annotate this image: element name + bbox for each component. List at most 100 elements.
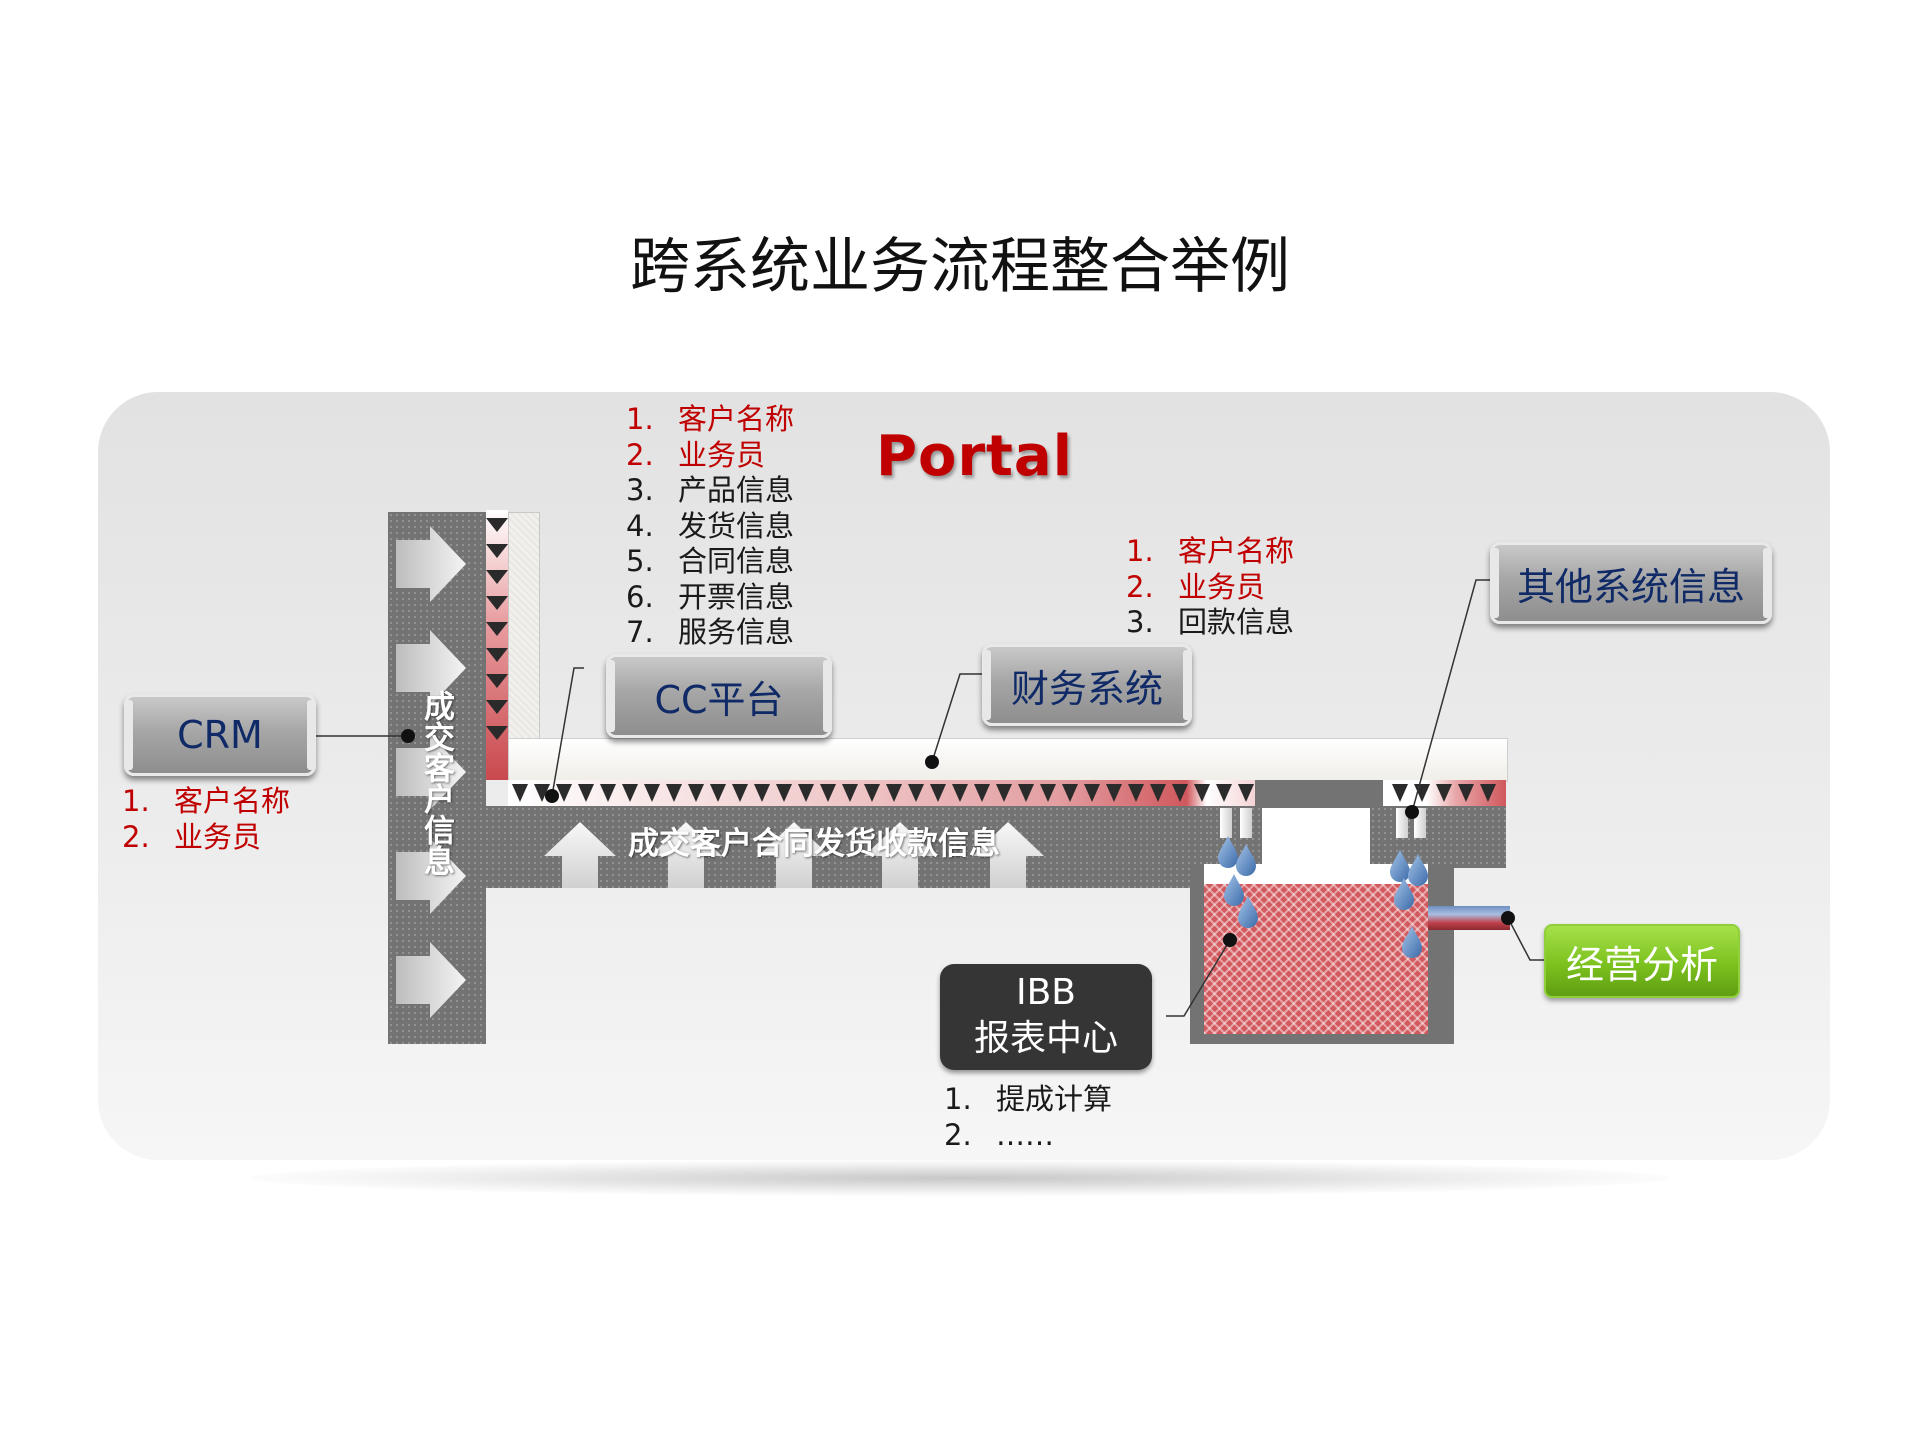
list-item-text: 服务信息 (678, 615, 795, 649)
tooth-mark (996, 784, 1012, 802)
list-item-text: 发货信息 (678, 508, 795, 543)
list-item: 4. 发货信息 (626, 509, 794, 545)
tooth-mark (1128, 784, 1144, 802)
connector-dot (401, 729, 415, 743)
tooth-mark (622, 784, 638, 802)
up-arrow-icon (972, 822, 1044, 888)
page-title: 跨系统业务流程整合举例 (630, 232, 1290, 302)
portal-vertical-teeth (486, 518, 508, 740)
tooth-mark (1480, 784, 1496, 802)
portal-teeth-gap (1255, 780, 1383, 808)
cc-platform-label: CC平台 (654, 677, 784, 722)
connector-dot (1223, 933, 1237, 947)
list-item-number: 7. (626, 615, 654, 649)
ibb-field-list: 1. 提成计算 2. …… (944, 1082, 1112, 1153)
list-item: 1. 客户名称 (122, 784, 290, 820)
list-item-number: 1. (122, 784, 150, 818)
other-systems-label: 其他系统信息 (1516, 564, 1745, 609)
list-item: 5.合同信息 (626, 544, 794, 580)
tooth-mark (556, 784, 572, 802)
tooth-mark (952, 784, 968, 802)
list-item-text: 业务员 (174, 819, 262, 854)
list-item-number: 3. (626, 473, 654, 507)
tooth-mark (732, 784, 748, 802)
water-drops (1218, 836, 1428, 958)
vertical-flow-label: 成交客户信息 (418, 690, 454, 876)
list-item: 3. 产品信息 (626, 473, 794, 509)
tooth-mark (1436, 784, 1452, 802)
list-item-text: 客户名称 (678, 402, 795, 436)
tooth-mark (908, 784, 924, 802)
list-item-text: 提成计算 (996, 1082, 1113, 1116)
connector-dot (1501, 911, 1515, 925)
list-item: 1. 客户名称 (1126, 534, 1294, 570)
list-item-number: 2. (122, 819, 150, 854)
list-item-number: 4. (626, 508, 654, 543)
tooth-mark (534, 784, 550, 802)
ibb-label: IBB (1015, 972, 1076, 1013)
list-item: 2. 业务员 (122, 820, 290, 856)
list-item: 7. 服务信息 (626, 615, 794, 651)
list-item-text: 客户名称 (1178, 534, 1295, 568)
water-drop-icon (1402, 926, 1422, 958)
list-item: 6.开票信息 (626, 580, 794, 616)
crm-label: CRM (177, 713, 263, 757)
water-drop-icon (1236, 844, 1256, 876)
right-arrow-icon (396, 630, 466, 706)
water-drop-icon (1390, 850, 1410, 882)
list-item-text: 回款信息 (1178, 605, 1295, 639)
tooth-mark (1106, 784, 1122, 802)
tooth-mark (1238, 784, 1254, 802)
tooth-mark (974, 784, 990, 802)
tooth-mark (776, 784, 792, 802)
crm-box: CRM (124, 694, 316, 776)
list-item-number: 1. (626, 402, 654, 436)
tooth-mark (1018, 784, 1034, 802)
tooth-mark (1150, 784, 1166, 802)
water-drop-icon (1224, 874, 1244, 906)
tooth-mark (1392, 784, 1408, 802)
up-arrow-icon (650, 822, 722, 888)
finance-system-label: 财务系统 (1010, 666, 1163, 711)
nozzle (1396, 808, 1408, 838)
list-item: 1. 客户名称 (626, 402, 794, 438)
list-item-text: 开票信息 (678, 579, 795, 614)
list-item-number: 2. (1126, 569, 1154, 604)
tooth-mark (1194, 784, 1210, 802)
portal-band (508, 738, 1508, 782)
tooth-mark (754, 784, 770, 802)
list-item-number: 3. (1126, 605, 1154, 639)
portal-vertical-column (508, 512, 540, 740)
tooth-mark (930, 784, 946, 802)
tooth-mark (798, 784, 814, 802)
tooth-mark (864, 784, 880, 802)
list-item-number: 5. (626, 544, 654, 578)
portal-label: Portal (876, 424, 1073, 489)
water-drop-icon (1408, 854, 1428, 886)
tooth-mark (820, 784, 836, 802)
tooth-mark (600, 784, 616, 802)
list-item-number: 2. (944, 1117, 972, 1152)
cc-platform-box: CC平台 (606, 654, 832, 738)
business-analysis-label: 经营分析 (1565, 942, 1718, 987)
tank-top-gap (1204, 864, 1428, 884)
connector-dot (1405, 805, 1419, 819)
nozzle (1240, 808, 1252, 838)
portal-slot-a (1262, 808, 1370, 864)
right-arrow-icon (396, 734, 466, 810)
right-arrow-icon (396, 838, 466, 914)
tooth-mark (842, 784, 858, 802)
horizontal-flow-label: 成交客户合同发货收款信息 (628, 826, 1000, 862)
panel-shadow (250, 1160, 1670, 1196)
tooth-mark (1458, 784, 1474, 802)
list-item-text: 客户名称 (174, 784, 291, 818)
list-item-text: …… (996, 1117, 1054, 1152)
tooth-mark (578, 784, 594, 802)
ibb-report-center-box: IBB 报表中心 (940, 964, 1152, 1070)
tooth-mark (1172, 784, 1188, 802)
list-item-number: 1. (944, 1082, 972, 1116)
finance-system-box: 财务系统 (982, 644, 1192, 726)
list-item-text: 产品信息 (678, 473, 795, 507)
list-item-number: 1. (1126, 534, 1154, 568)
